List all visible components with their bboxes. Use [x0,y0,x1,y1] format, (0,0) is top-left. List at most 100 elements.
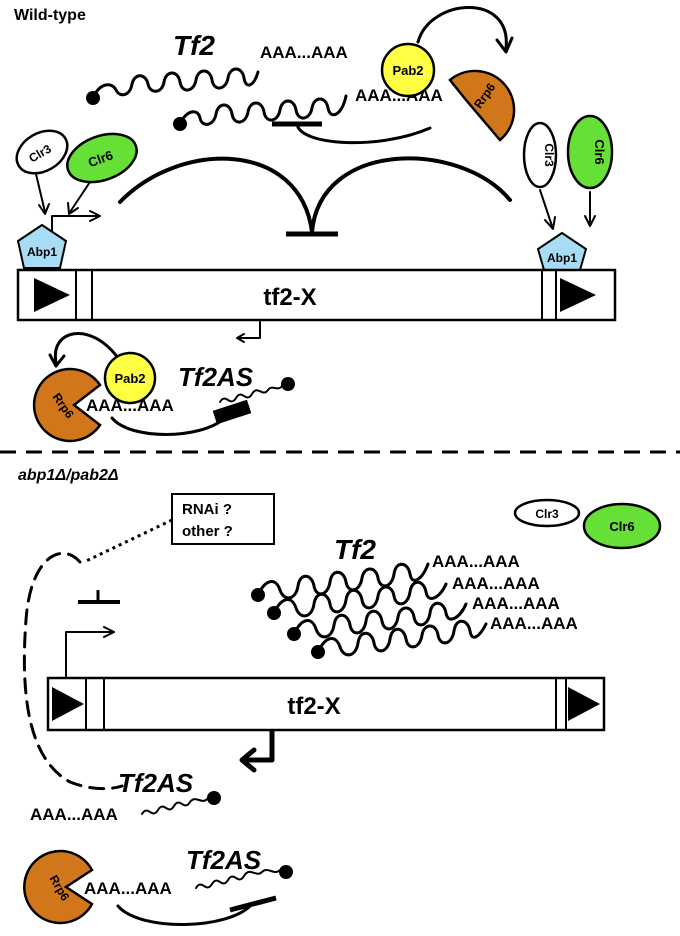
transcript-squiggle [178,94,348,126]
gene-label: tf2-X [263,284,316,311]
transcript-squiggle [292,601,468,639]
rrp6-shape [32,367,102,443]
clr3-label: Clr3 [535,507,559,521]
arrowhead [544,216,556,230]
arrowhead [584,215,596,227]
clr6-label: Clr6 [609,519,634,534]
arrowhead [495,36,514,54]
transcript-squiggle [141,797,209,815]
hdac-left: Clr3 Clr6 [15,129,138,215]
polya-label: AAA...AAA [490,614,578,633]
inhibition-block [212,399,252,425]
tf2as-transcript-top: Tf2AS [110,362,295,436]
gene-label: tf2-X [287,693,340,720]
transcript-cap [281,377,295,391]
gene-body [16,268,617,322]
rnai-line-2: other ? [182,523,233,540]
transcript-squiggle [219,385,283,403]
dashed-feedback [22,551,124,791]
tf2as-label: Tf2AS [178,362,254,392]
wild-type-panel: Wild-type Tf2 AAA...AAA AAA...AAA Rrp6 P… [14,6,617,443]
clr6-shape [66,132,138,184]
ltr-triangle-left [34,278,70,312]
polya-label: AAA...AAA [84,879,172,898]
tf2x-gene-bottom: tf2-X [46,676,606,732]
tf2-label: Tf2 [173,30,215,61]
tf2x-gene-top: tf2-X [16,268,617,322]
abp1-label: Abp1 [547,251,577,265]
arrowhead [89,210,101,222]
polya-label: AAA...AAA [472,594,560,613]
clr3-shape [522,121,558,189]
tf2-transcript-top: Tf2 AAA...AAA [86,30,348,105]
rrp6-shape [448,69,516,142]
transcript-squiggle [272,580,448,618]
hdac-right: Clr3 Clr6 [522,114,614,230]
arrowhead [38,203,50,215]
rnai-box [171,493,275,545]
hdac-free: Clr3 Clr6 [513,498,662,550]
arrowhead [239,747,257,773]
polya-label: AAA...AAA [432,552,520,571]
wild-type-title: Wild-type [14,7,86,24]
promoter-arrow-mutant [65,631,113,677]
clr6-shape [566,114,614,190]
arrowhead [67,202,79,215]
clr6-label: Clr6 [592,139,607,164]
pab2-rrp6-bottom: Rrp6 Pab2 AAA...AAA [32,332,174,443]
antisense-promoter-mutant [241,729,275,763]
gene-body [46,676,606,732]
transcript-squiggle [91,67,260,100]
tf2as-label: Tf2AS [186,845,262,875]
ltr-triangle-right [568,687,600,721]
pab2-label: Pab2 [392,63,423,78]
pab2-rrp6-top: Rrp6 Pab2 [380,6,516,142]
transcript-squiggle [256,562,430,600]
arrow-line [539,189,553,227]
arrow-line [35,173,46,213]
polya-label: AAA...AAA [86,396,174,415]
arrowhead [103,626,115,638]
transcript-squiggle [316,619,488,657]
rnai-line-1: RNAi ? [182,501,232,518]
transcript-cap [279,865,293,879]
arrow-line [69,181,91,213]
transcript-cap [207,791,221,805]
clr3-label: Clr3 [542,143,556,167]
recruit-arrow [416,6,508,50]
tf2-label: Tf2 [334,534,376,565]
clr6-shape [582,502,662,550]
rnai-query-box: RNAi ? other ? [83,493,275,564]
dotted-connector [83,518,173,564]
polya-label: AAA...AAA [260,43,348,62]
ltr-triangle-left [52,687,84,721]
abp1-shape [16,223,68,269]
inhibition-arc [110,416,227,436]
pab2-shape [380,42,436,98]
ltr-triangle-right [560,278,596,312]
tf2as-transcript-mutant: Tf2AS AAA...AAA [30,768,221,824]
arrowhead [236,333,245,343]
tf2-transcripts-mutant: Tf2 AAA...AAA AAA...AAA AAA...AAA AAA...… [251,534,578,659]
mutant-title: abp1Δ/pab2Δ [18,467,119,484]
abp1-right: Abp1 [536,231,588,271]
rrp6-shape [23,849,94,925]
polya-label: AAA...AAA [30,805,118,824]
abp1-label: Abp1 [27,245,57,259]
abp1-left: Abp1 [16,223,68,269]
antisense-promoter-top [237,321,261,339]
inhibition-arc [295,122,432,145]
recruit-arrow [53,332,120,364]
transcript-squiggle [195,869,281,889]
clr3-shape [15,129,69,175]
mutant-panel: abp1Δ/pab2Δ RNAi ? other ? Clr3 Clr6 Tf2… [18,467,662,926]
pab2-shape [103,351,157,405]
tf2as-label: Tf2AS [118,768,194,798]
inhibition-arc [116,902,254,926]
abp1-arc-left [118,156,314,234]
polya-label: AAA...AAA [452,574,540,593]
pab2-label: Pab2 [114,371,145,386]
abp1-arc-right [310,156,512,234]
arrowhead [48,353,66,368]
